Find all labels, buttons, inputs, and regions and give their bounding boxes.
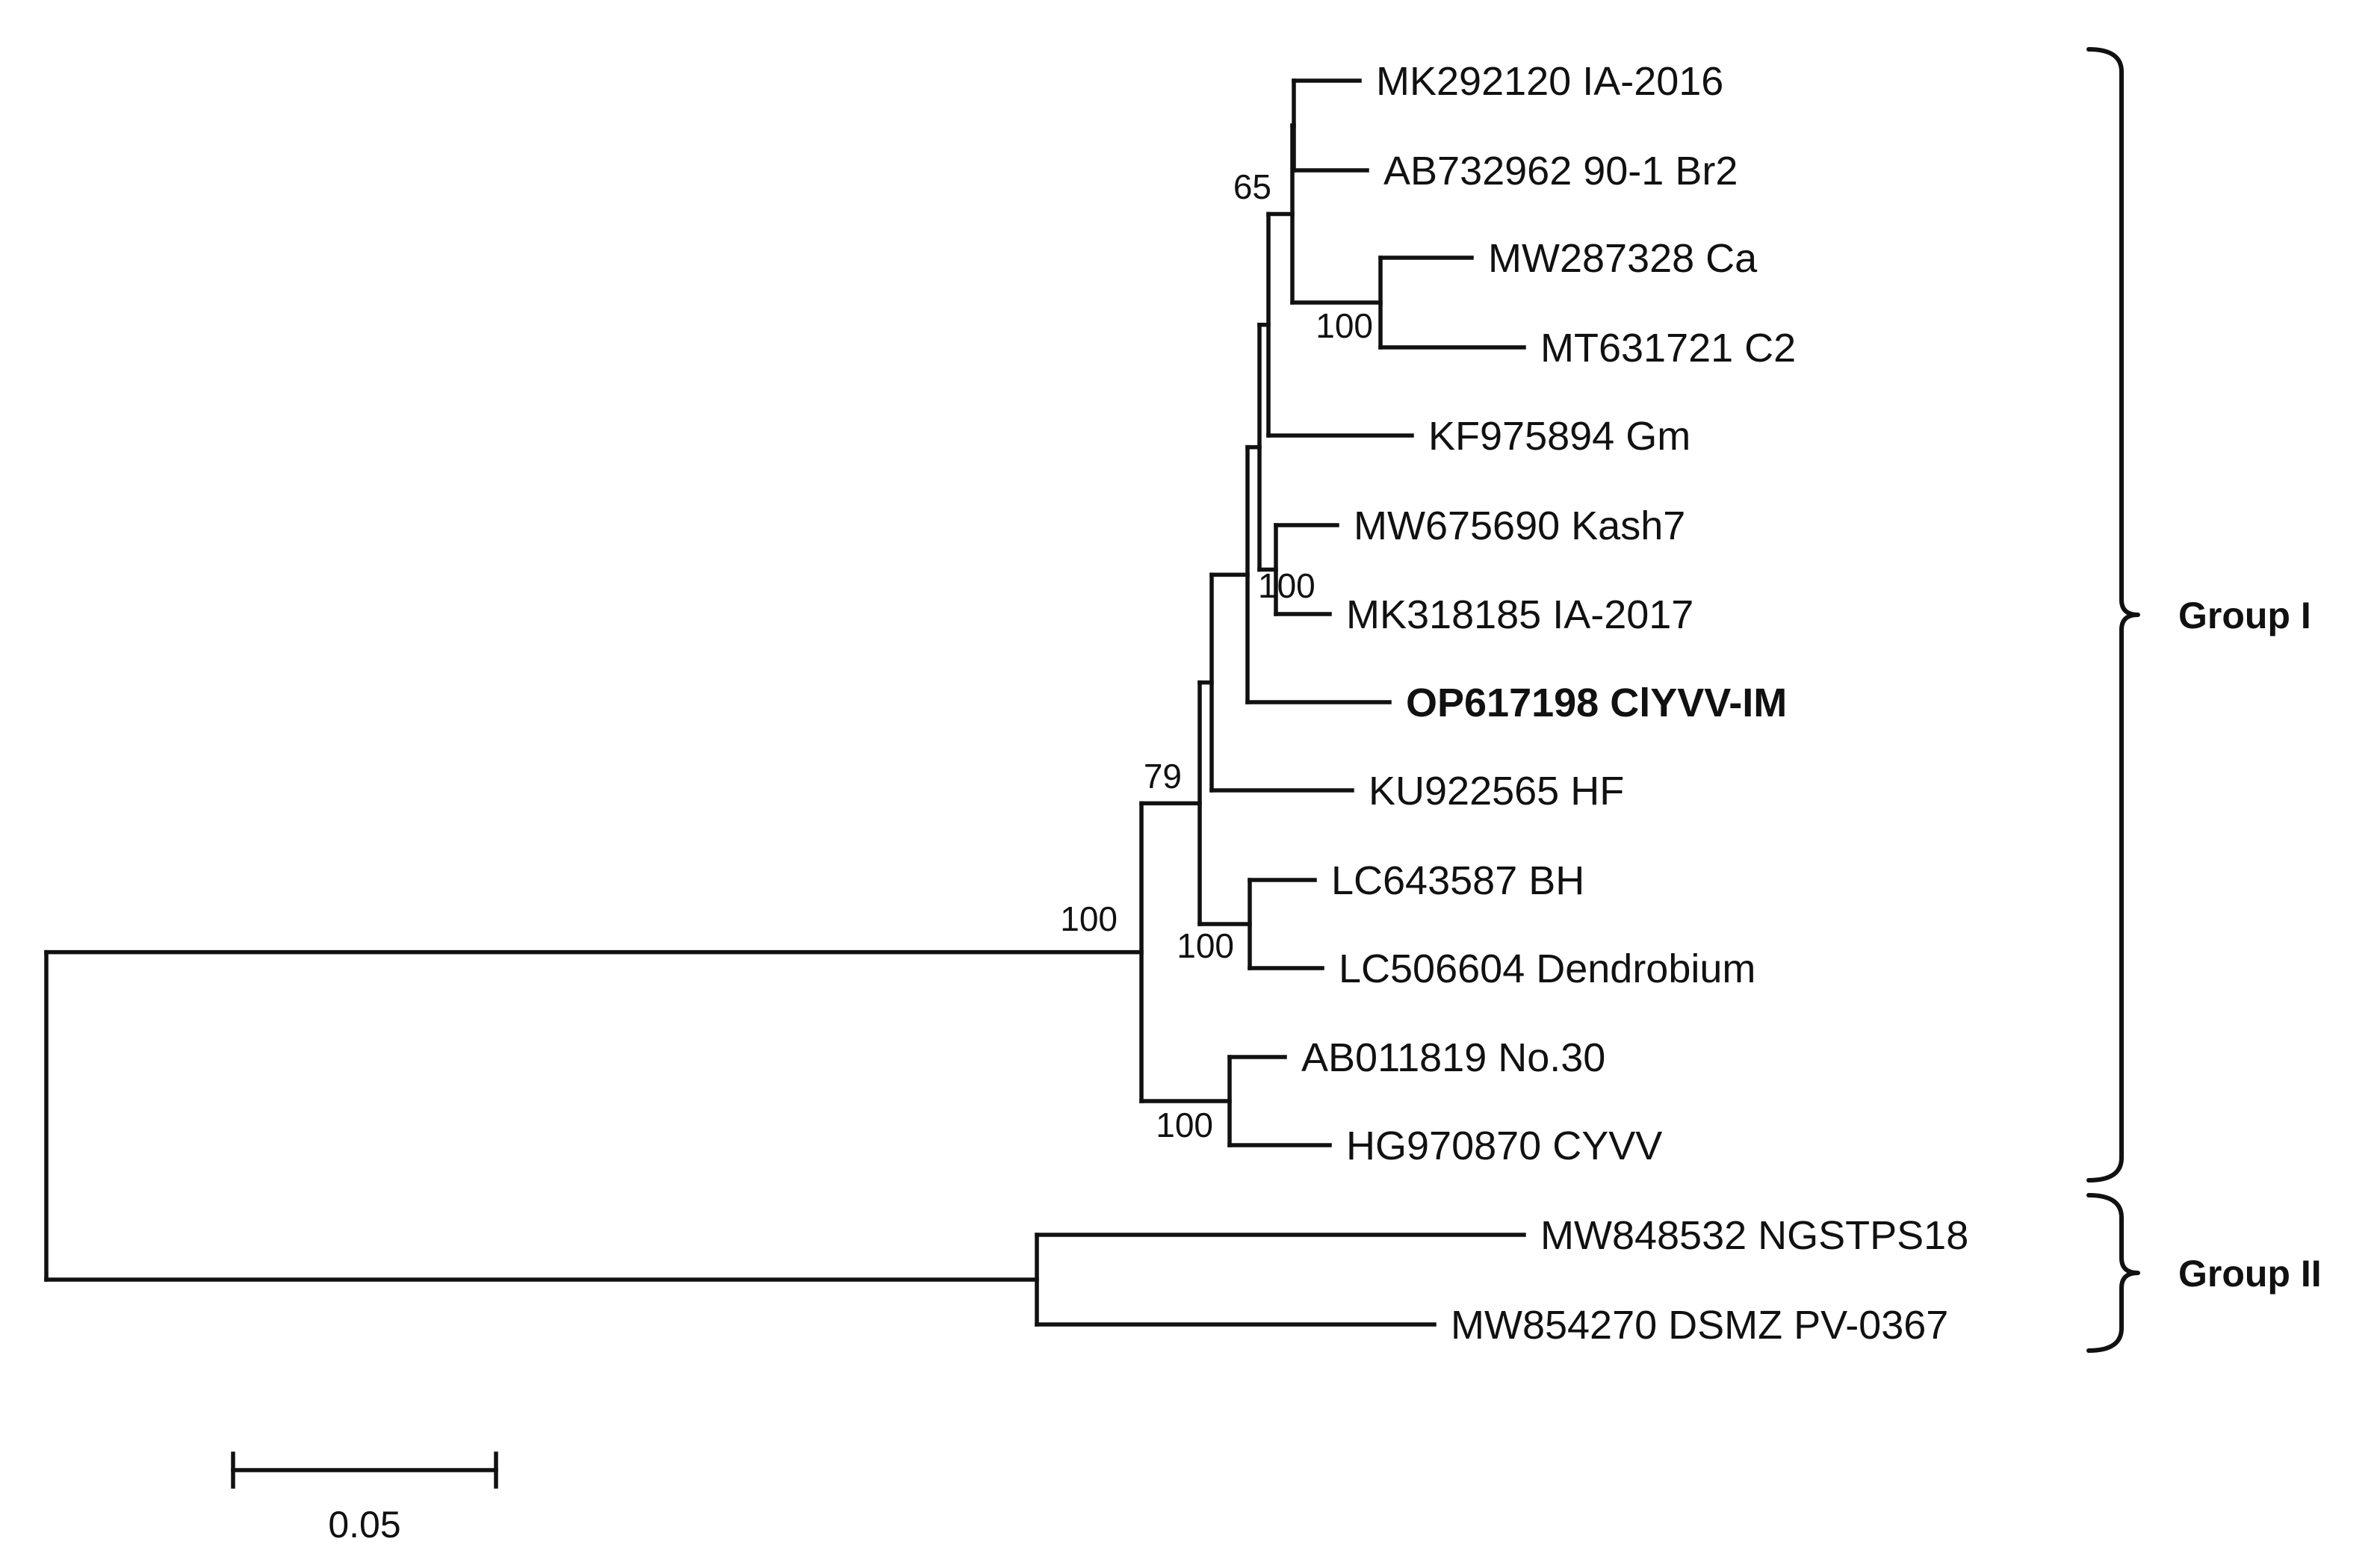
scale-bar: 0.05 (231, 1451, 498, 1546)
group-label: Group II (2178, 1253, 2322, 1295)
taxon-label: OP617198 ClYVV-IM (1406, 681, 1787, 725)
bootstrap-value: 100 (1060, 899, 1118, 938)
group-label: Group I (2178, 595, 2311, 636)
scale-bar-label: 0.05 (328, 1504, 400, 1546)
bootstrap-value: 79 (1144, 757, 1182, 796)
tree-branches (44, 78, 1526, 1327)
bootstrap-value: 100 (1177, 926, 1234, 965)
bootstrap-value: 100 (1315, 306, 1373, 345)
taxon-label: HG970870 CYVV (1346, 1124, 1662, 1168)
bootstrap-value: 100 (1258, 566, 1315, 605)
bootstrap-values: 65 100 100 79 100 100 100 (1060, 167, 1373, 1144)
taxon-label: KF975894 Gm (1428, 414, 1691, 459)
taxon-label: AB732962 90-1 Br2 (1383, 149, 1738, 193)
taxon-label: MW854270 DSMZ PV-0367 (1451, 1303, 1948, 1348)
taxon-label: KU922565 HF (1369, 769, 1624, 813)
taxon-label: MK292120 IA-2016 (1376, 59, 1723, 104)
group-brackets: Group I Group II (2086, 47, 2322, 1353)
taxon-label: AB011819 No.30 (1301, 1035, 1605, 1080)
taxon-label: MW287328 Ca (1488, 236, 1758, 281)
taxon-label: MK318185 IA-2017 (1346, 592, 1693, 637)
group-brace (2086, 1193, 2140, 1353)
taxon-label: MT631721 C2 (1540, 326, 1796, 371)
taxon-label: MW675690 Kash7 (1354, 503, 1685, 548)
taxon-label: LC506604 Dendrobium (1339, 946, 1755, 991)
taxon-label: LC643587 BH (1331, 858, 1584, 903)
bootstrap-value: 100 (1156, 1106, 1213, 1144)
taxon-label: MW848532 NGSTPS18 (1540, 1213, 1968, 1258)
bootstrap-value: 65 (1233, 167, 1271, 206)
group-brace (2086, 47, 2140, 1183)
